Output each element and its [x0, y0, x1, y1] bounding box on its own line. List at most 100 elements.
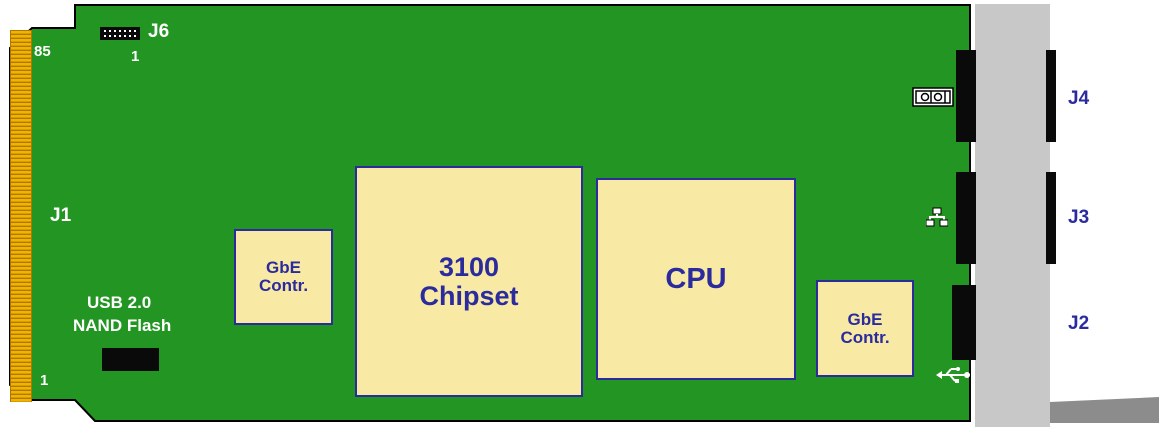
edge-contact-pin	[11, 307, 31, 310]
edge-contact-pin	[11, 331, 31, 334]
edge-contact-pin	[11, 55, 31, 58]
edge-contact-pin	[11, 391, 31, 394]
edge-contact-pin	[11, 319, 31, 322]
edge-contact-pin	[11, 111, 31, 114]
j3-label: J3	[1068, 207, 1090, 228]
edge-contact-pin	[11, 43, 31, 46]
gbe-right-line1: GbE	[847, 309, 883, 329]
network-icon	[926, 207, 948, 227]
edge-contact-pin	[11, 259, 31, 262]
edge-contact-pin	[11, 375, 31, 378]
edge-contact-pin	[11, 351, 31, 354]
edge-contact-pin	[11, 67, 31, 70]
j6-header	[100, 27, 140, 40]
edge-contact-pin	[11, 267, 31, 270]
gbe-right-line2: Contr.	[840, 327, 890, 347]
edge-contact-pin	[11, 355, 31, 358]
edge-contact-pin	[11, 175, 31, 178]
edge-contact-pin	[11, 159, 31, 162]
edge-contact-pin	[11, 327, 31, 330]
edge-contact-pin	[11, 171, 31, 174]
j1-pin-1-label: 1	[40, 372, 49, 389]
edge-contact-pin	[11, 135, 31, 138]
edge-contact-pin	[11, 271, 31, 274]
gbe-left-line1: GbE	[266, 258, 301, 278]
edge-contact-pin	[11, 95, 31, 98]
edge-contact-pin	[11, 251, 31, 254]
edge-contact-pin	[11, 191, 31, 194]
edge-contact-pin	[11, 235, 31, 238]
edge-contact-pin	[11, 91, 31, 94]
chipset-3100: 3100 Chipset	[355, 166, 583, 397]
edge-contact-pin	[11, 243, 31, 246]
edge-contact-pin	[11, 231, 31, 234]
cpu-label: CPU	[665, 262, 727, 295]
edge-contact-pin	[11, 347, 31, 350]
edge-contact-pin	[11, 47, 31, 50]
edge-contact-pin	[11, 103, 31, 106]
edge-contact-pin	[11, 239, 31, 242]
chipset-line1: 3100	[438, 252, 500, 283]
edge-contact-pin	[11, 51, 31, 54]
edge-contact-pin	[11, 283, 31, 286]
chipset-line2: Chipset	[419, 280, 519, 311]
edge-contact-pin	[11, 387, 31, 390]
edge-contact-pin	[11, 167, 31, 170]
edge-contact-pin	[11, 343, 31, 346]
edge-contact-pin	[11, 211, 31, 214]
edge-contact-pin	[11, 143, 31, 146]
edge-contact-pin	[11, 399, 31, 402]
edge-contact-pin	[11, 203, 31, 206]
edge-contact-pin	[11, 39, 31, 42]
edge-contact-pin	[11, 127, 31, 130]
edge-contact-pin	[11, 83, 31, 86]
edge-contact-pin	[11, 155, 31, 158]
edge-contact-pin	[11, 139, 31, 142]
edge-contact-pin	[11, 187, 31, 190]
edge-contact-pin	[11, 215, 31, 218]
edge-contact-pin	[11, 379, 31, 382]
edge-contact-pin	[11, 87, 31, 90]
j6-pin-1-label: 1	[131, 48, 140, 65]
edge-contact-pin	[11, 147, 31, 150]
usb-icon	[936, 367, 970, 383]
j6-header-pins	[104, 30, 136, 37]
edge-contact-pin	[11, 247, 31, 250]
ejector-handle	[1050, 397, 1159, 423]
edge-contact-pin	[11, 279, 31, 282]
edge-contact-pin	[11, 219, 31, 222]
edge-connector-contacts	[10, 30, 32, 402]
edge-contact-pin	[11, 287, 31, 290]
j4-connector	[956, 50, 976, 142]
edge-contact-pin	[11, 295, 31, 298]
j4-connector-outer	[1046, 50, 1056, 142]
edge-contact-pin	[11, 119, 31, 122]
edge-contact-pin	[11, 123, 31, 126]
edge-contact-pin	[11, 199, 31, 202]
edge-contact-pin	[11, 367, 31, 370]
edge-contact-pin	[11, 163, 31, 166]
edge-contact-pin	[11, 35, 31, 38]
edge-contact-pin	[11, 99, 31, 102]
edge-contact-pin	[11, 59, 31, 62]
j4-label: J4	[1068, 88, 1090, 109]
cpu: CPU	[596, 178, 796, 380]
edge-contact-pin	[11, 263, 31, 266]
edge-contact-pin	[11, 151, 31, 154]
edge-contact-pin	[11, 311, 31, 314]
edge-contact-pin	[11, 339, 31, 342]
edge-contact-pin	[11, 131, 31, 134]
j3-connector-outer	[1046, 172, 1056, 264]
edge-contact-pin	[11, 371, 31, 374]
edge-contact-pin	[11, 179, 31, 182]
edge-contact-pin	[11, 195, 31, 198]
edge-contact-pin	[11, 395, 31, 398]
edge-contact-pin	[11, 79, 31, 82]
edge-contact-pin	[11, 227, 31, 230]
edge-contact-pin	[11, 107, 31, 110]
edge-contact-pin	[11, 275, 31, 278]
edge-contact-pin	[11, 315, 31, 318]
gbe-left-line2: Contr.	[258, 276, 309, 295]
edge-contact-pin	[11, 299, 31, 302]
j1-pin-85-label: 85	[34, 43, 51, 60]
